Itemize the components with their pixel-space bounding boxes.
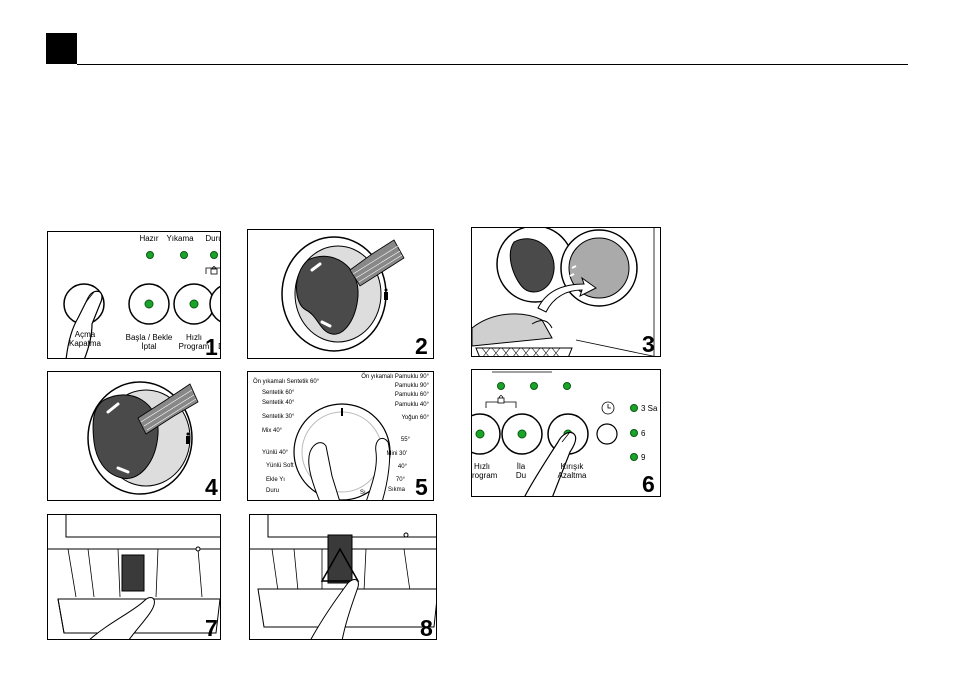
fast-program-label: Hızlı Program: [178, 333, 210, 351]
rinse-label: İla Du: [515, 462, 527, 480]
load-laundry-illustration: [472, 228, 655, 356]
step-number: 3: [642, 331, 655, 357]
delay-led-3h: [630, 404, 638, 412]
program-label: Yoğun 60°: [401, 415, 429, 421]
program-label: Mix 40°: [262, 428, 283, 434]
delay-led-6h: [630, 429, 638, 437]
step-number: 7: [205, 615, 218, 640]
step-4-panel: 4: [47, 371, 221, 501]
status-led-ready: [146, 251, 154, 259]
program-label: Yünlü Soft: [266, 463, 294, 469]
status-label-ready: Hazır: [139, 234, 159, 243]
program-label: Sentetik 40°: [262, 400, 295, 406]
program-label: Yünlü 40°: [262, 450, 289, 456]
status-led-rinse: [210, 251, 218, 259]
program-label: Ekle Yı: [266, 477, 285, 483]
step-number: 8: [420, 615, 433, 640]
program-label: Duru: [266, 488, 280, 494]
program-label: Ön yıkamalı Sentetik 60°: [253, 379, 320, 385]
program-label: Mini 30': [386, 451, 408, 457]
program-dial-illustration: [293, 403, 391, 500]
step-number: 1: [205, 334, 218, 359]
header-rule: [77, 64, 908, 65]
start-button-label: Başla / Bekle İptal: [125, 333, 173, 351]
delay-led-9h: [630, 453, 638, 461]
control-panel-illustration: [63, 266, 220, 358]
delay-option-9h: 9: [641, 453, 646, 462]
drawer-push-illustration: [250, 515, 436, 639]
option-buttons-illustration: [472, 371, 618, 496]
program-label: 40°: [397, 464, 407, 470]
status-led: [563, 382, 571, 390]
section-marker-block: [46, 33, 77, 64]
status-led: [530, 382, 538, 390]
step-number: 2: [415, 333, 428, 359]
power-button-label: Açma Kapatma: [68, 330, 102, 348]
door-close-illustration: [87, 381, 199, 495]
step-6-panel: 3 Sa 6 9 Hızlı Program İla Du Kırışık Az…: [471, 369, 661, 497]
status-label-washing: Yıkama: [166, 234, 194, 243]
program-label: Sentetik 60°: [262, 390, 295, 396]
status-led-washing: [180, 251, 188, 259]
partial-label: D: [216, 342, 220, 351]
step-7-panel: 7: [47, 514, 221, 640]
door-open-illustration: [281, 236, 405, 352]
delay-option-6h: 6: [641, 429, 646, 438]
step-number: 4: [205, 474, 218, 500]
status-label-rinse: Duru: [205, 234, 221, 243]
program-label: Pamuklu 90°: [394, 383, 429, 389]
fast-program-label: Hızlı Program: [471, 462, 498, 480]
program-label: Ön yıkamalı Pamuklu 90°: [361, 374, 429, 380]
crease-label: Kırışık Azaltma: [557, 462, 587, 480]
step-1-panel: Hazır Yıkama Duru Açma Kapatma Başla / B…: [47, 231, 221, 359]
step-5-panel: Ön yıkamalı Sentetik 60° Sentetik 60° Se…: [247, 371, 434, 501]
step-8-panel: 8: [249, 514, 437, 640]
program-label: Sentetik 30°: [262, 414, 295, 420]
step-3-panel: 3: [471, 227, 661, 357]
program-label: Pamuklu 60°: [394, 392, 429, 398]
step-number: 6: [642, 471, 655, 497]
delay-option-3h: 3 Sa: [641, 404, 658, 413]
program-label: 55°: [400, 437, 410, 443]
program-label: Sıkma: [387, 487, 405, 493]
step-2-panel: 2: [247, 229, 434, 359]
detergent-drawer-illustration: [48, 515, 220, 639]
step-number: 5: [415, 474, 428, 500]
program-label: Pamuklu 40°: [394, 402, 429, 408]
program-label: 70°: [395, 477, 405, 483]
status-led: [497, 382, 505, 390]
dial-bottom-label: Sı: [360, 490, 366, 496]
